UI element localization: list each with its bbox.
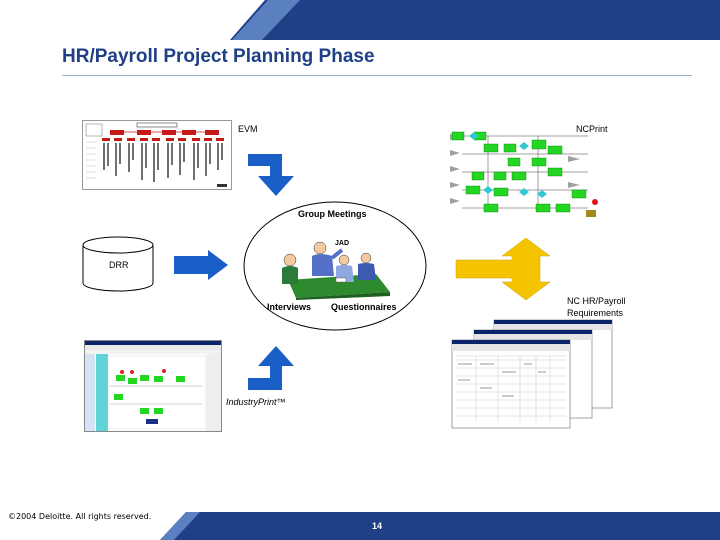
group-meetings-ellipse: [243, 201, 427, 331]
interviews-label: Interviews: [267, 302, 312, 312]
process-flow-thumbnail-icon: [450, 131, 598, 217]
page-number: 14: [372, 521, 383, 531]
header-band: [230, 0, 720, 40]
spreadsheet-stack-thumbnail-icon: [451, 319, 613, 429]
industry-print-label: IndustryPrint™: [226, 397, 286, 407]
nc-requirements-label: NC HR/Payroll Requirements: [567, 296, 626, 318]
footer-band: [160, 512, 720, 540]
questionnaires-label: Questionnaires: [331, 302, 397, 312]
industry-print-arrow: [248, 346, 294, 390]
database-cylinder-icon: [82, 236, 154, 292]
jad-label: JAD: [335, 240, 350, 247]
ncprint-label: NCPrint: [576, 124, 608, 134]
title-divider: [62, 75, 692, 76]
org-chart-thumbnail-icon: [82, 120, 232, 190]
process-tool-screenshot-icon: [84, 340, 222, 432]
evm-arrow: [248, 154, 294, 196]
drr-arrow: [174, 250, 228, 280]
two-way-arrow: [455, 237, 551, 301]
slide-title: HR/Payroll Project Planning Phase: [62, 46, 375, 67]
meeting-clipart-icon: [282, 241, 390, 300]
evm-label: EVM: [238, 124, 258, 134]
group-meetings-label: Group Meetings: [298, 209, 367, 219]
drr-label: DRR: [109, 260, 129, 270]
copyright-text: ©2004 Deloitte. All rights reserved.: [8, 512, 152, 521]
